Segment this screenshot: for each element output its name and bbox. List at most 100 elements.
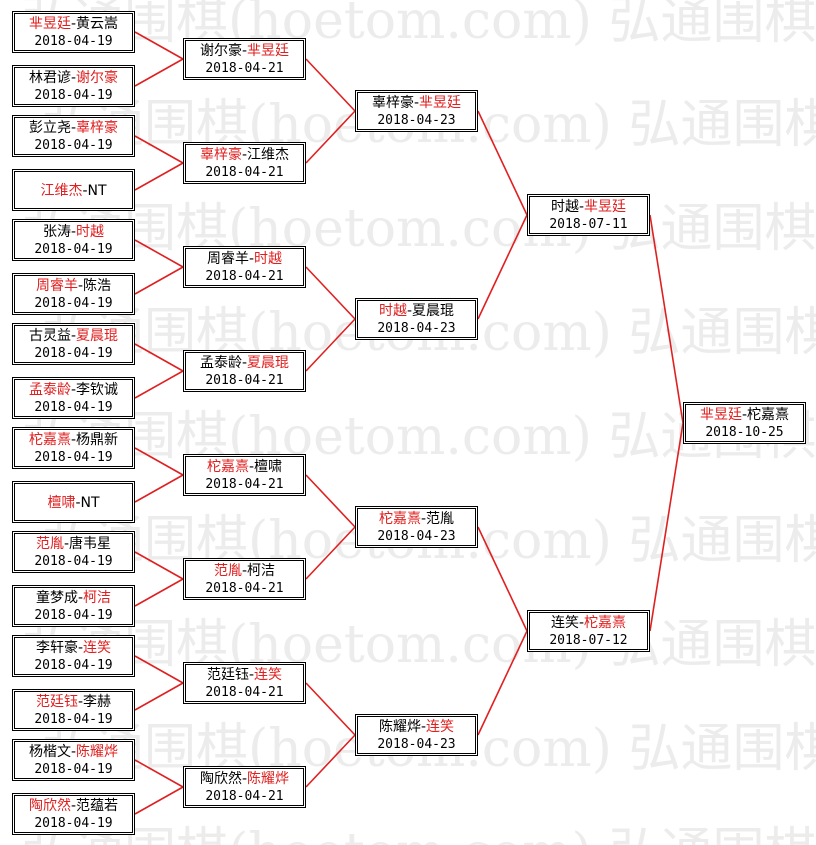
match-date: 2018-04-21 <box>205 789 284 804</box>
player-separator: - <box>741 407 748 423</box>
player-a: 时越 <box>550 199 579 215</box>
match-date: 2018-04-19 <box>34 762 113 777</box>
bracket-line <box>134 31 184 60</box>
match-box: 檀啸-NT <box>12 481 135 523</box>
match-players: 林君谚-谢尔豪 <box>13 69 134 87</box>
match-date: 2018-04-21 <box>205 685 284 700</box>
match-date: 2018-04-19 <box>34 34 113 49</box>
player-b: 夏晨琨 <box>76 328 119 344</box>
match-players: 辜梓豪-芈昱廷 <box>356 94 477 112</box>
player-separator: - <box>70 70 77 86</box>
player-separator: - <box>248 667 255 683</box>
player-a: 檀啸 <box>47 495 76 511</box>
player-separator: - <box>241 563 248 579</box>
match-date: 2018-04-21 <box>205 477 284 492</box>
player-b: 唐韦星 <box>69 536 112 552</box>
bracket-line <box>134 135 184 164</box>
player-a: 辜梓豪 <box>371 95 414 111</box>
player-b: 范蕴若 <box>76 798 119 814</box>
player-a: 林君谚 <box>28 70 71 86</box>
match-date: 2018-04-23 <box>377 113 456 128</box>
bracket-line <box>134 578 184 607</box>
player-separator: - <box>241 355 248 371</box>
match-players: 谢尔豪-芈昱廷 <box>184 42 305 60</box>
player-b: 时越 <box>76 224 105 240</box>
player-a: 古灵益 <box>28 328 71 344</box>
player-a: 范胤 <box>213 563 242 579</box>
player-b: 芈昱廷 <box>584 199 627 215</box>
player-separator: - <box>413 95 420 111</box>
player-a: 周睿羊 <box>206 251 249 267</box>
match-box: 江维杰-NT <box>12 169 135 211</box>
player-b: 黄云嵩 <box>76 16 119 32</box>
player-a: 芈昱廷 <box>699 407 742 423</box>
player-b: 连笑 <box>254 667 283 683</box>
player-a: 彭立尧 <box>28 120 71 136</box>
player-b: 柯洁 <box>83 590 112 606</box>
match-players: 范廷钰-李赫 <box>13 693 134 711</box>
player-b: 李钦诚 <box>76 382 119 398</box>
match-players: 柁嘉熹-范胤 <box>356 510 477 528</box>
player-separator: - <box>75 495 81 511</box>
bracket-line <box>649 422 684 632</box>
player-separator: - <box>578 199 585 215</box>
player-a: 范胤 <box>35 536 64 552</box>
match-players: 柁嘉熹-檀啸 <box>184 458 305 476</box>
bracket-line <box>134 266 184 295</box>
player-a: 孟泰龄 <box>199 355 242 371</box>
player-a: 辜梓豪 <box>199 147 242 163</box>
match-date: 2018-04-19 <box>34 296 113 311</box>
match-players: 古灵益-夏晨琨 <box>13 327 134 345</box>
player-separator: - <box>77 694 84 710</box>
match-date: 2018-04-21 <box>205 165 284 180</box>
player-b: 陈耀烨 <box>76 744 119 760</box>
player-separator: - <box>77 278 84 294</box>
player-separator: - <box>70 224 77 240</box>
player-a: 陶欣然 <box>28 798 71 814</box>
player-b: 连笑 <box>426 719 455 735</box>
player-a: 李轩豪 <box>35 640 78 656</box>
match-players: 芈昱廷-黄云嵩 <box>13 15 134 33</box>
player-a: 柁嘉熹 <box>206 459 249 475</box>
player-a: 江维杰 <box>40 183 83 199</box>
match-date: 2018-04-23 <box>377 737 456 752</box>
player-b: 时越 <box>254 251 283 267</box>
match-date: 2018-04-21 <box>205 61 284 76</box>
bracket-line <box>477 630 528 736</box>
player-a: 童梦成 <box>35 590 78 606</box>
bracket-line <box>305 110 356 164</box>
player-b: 夏晨琨 <box>412 303 455 319</box>
match-date: 2018-04-21 <box>205 373 284 388</box>
player-separator: - <box>70 744 77 760</box>
match-players: 杨楷文-陈耀烨 <box>13 743 134 761</box>
bracket-line <box>134 370 184 399</box>
player-a: 谢尔豪 <box>199 43 242 59</box>
match-date: 2018-04-19 <box>34 816 113 831</box>
player-separator: - <box>578 615 585 631</box>
match-date: 2018-04-19 <box>34 242 113 257</box>
match-date: 2018-04-19 <box>34 450 113 465</box>
player-a: 陈耀烨 <box>378 719 421 735</box>
match-date: 2018-04-21 <box>205 269 284 284</box>
watermark-text: 弘通围棋(hoetom.com) 弘通围棋(hoetom.com) <box>20 823 816 845</box>
bracket-line <box>305 318 356 372</box>
match-players: 童梦成-柯洁 <box>13 589 134 607</box>
bracket-line <box>134 447 184 476</box>
player-separator: - <box>241 147 248 163</box>
match-date: 2018-04-23 <box>377 321 456 336</box>
bracket-line <box>134 759 184 788</box>
match-players: 陶欣然-范蕴若 <box>13 797 134 815</box>
match-players: 范胤-唐韦星 <box>13 535 134 553</box>
